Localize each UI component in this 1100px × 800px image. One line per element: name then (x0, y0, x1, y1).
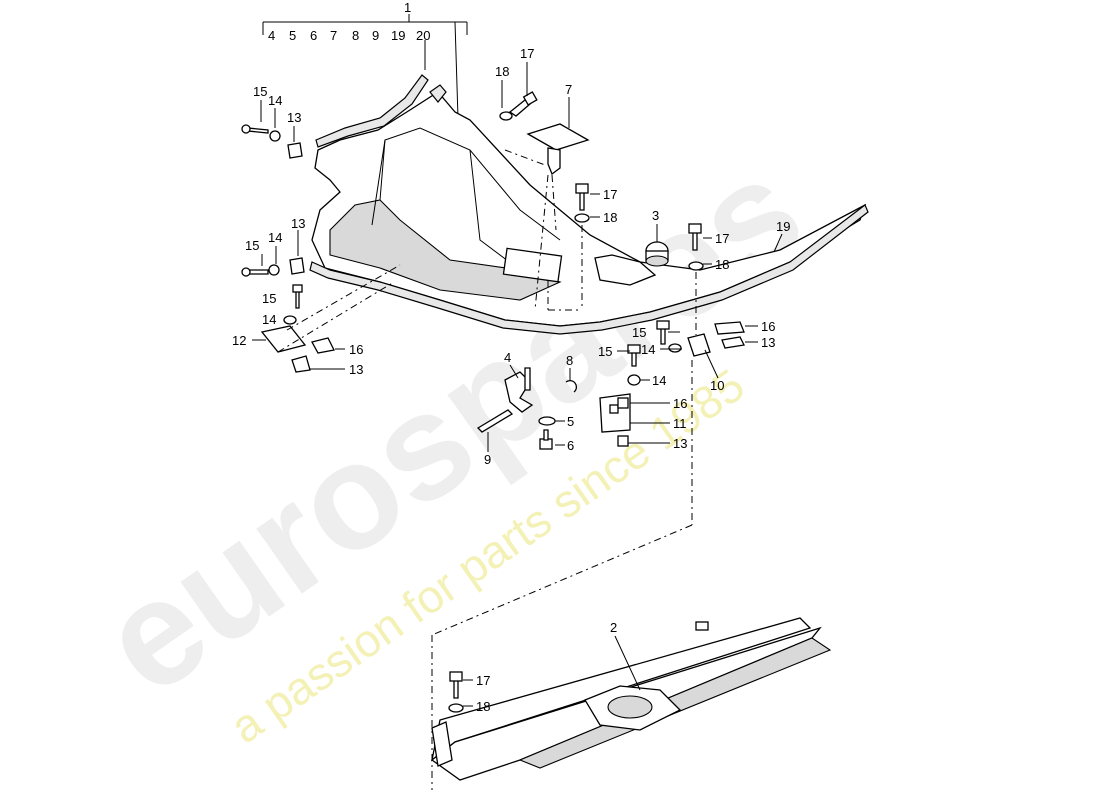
callout-11: 11 (673, 416, 687, 431)
callout-15-lower: 15 (262, 291, 276, 306)
cross-panel (430, 617, 832, 781)
callout-13-left: 13 (349, 362, 363, 377)
callouts: 17 18 7 15 14 13 13 14 15 15 14 12 16 13… (232, 46, 790, 714)
callout-group-9: 9 (372, 28, 379, 43)
hinge-bracket (504, 367, 534, 413)
callout-group-6: 6 (310, 28, 317, 43)
callout-14-upper: 14 (268, 93, 282, 108)
assembly-lines (277, 149, 697, 790)
rubber-buffer (645, 241, 669, 267)
callout-18-right: 18 (715, 257, 729, 272)
callout-group-7: 7 (330, 28, 337, 43)
callout-9: 9 (484, 452, 491, 467)
callout-14-lower: 14 (262, 312, 276, 327)
callout-17-mid: 17 (603, 187, 617, 202)
callout-19: 19 (776, 219, 790, 234)
callout-17-top: 17 (520, 46, 534, 61)
callout-13-right: 13 (761, 335, 775, 350)
callout-14-middle: 14 (268, 230, 282, 245)
callout-6: 6 (567, 438, 574, 453)
cover-plate (526, 123, 590, 176)
fasteners (241, 91, 745, 386)
callout-18-top: 18 (495, 64, 509, 79)
callout-16-plate: 16 (673, 396, 687, 411)
callout-13-upper: 13 (287, 110, 301, 125)
callout-1: 1 (404, 0, 411, 15)
callout-8: 8 (566, 353, 573, 368)
group-bracket (262, 14, 468, 119)
callout-15-right: 15 (632, 325, 646, 340)
callout-15-middle: 15 (245, 238, 259, 253)
callout-17-right: 17 (715, 231, 729, 246)
callout-15-upper: 15 (253, 84, 267, 99)
callout-group-8: 8 (352, 28, 359, 43)
callout-4: 4 (504, 350, 511, 365)
callout-group-4: 4 (268, 28, 275, 43)
callout-group-19: 19 (391, 28, 405, 43)
callout-3: 3 (652, 208, 659, 223)
callout-13-middle: 13 (291, 216, 305, 231)
callout-18-mid: 18 (603, 210, 617, 225)
callout-16-right: 16 (761, 319, 775, 334)
callout-17-bottom: 17 (476, 673, 490, 688)
leader-lines (252, 62, 783, 707)
callout-group-row: 4 5 6 7 8 9 19 20 (268, 28, 430, 43)
callout-13-plate: 13 (673, 436, 687, 451)
callout-group-20: 20 (416, 28, 430, 43)
callout-7: 7 (565, 82, 572, 97)
callout-18-bottom: 18 (476, 699, 490, 714)
callout-14-centre-a: 14 (641, 342, 655, 357)
callout-10: 10 (710, 378, 724, 393)
callout-5: 5 (567, 414, 574, 429)
callout-group-5: 5 (289, 28, 296, 43)
callout-12: 12 (232, 333, 246, 348)
callout-15-centre: 15 (598, 344, 612, 359)
lock-plate (599, 393, 631, 447)
callout-2: 2 (610, 620, 617, 635)
callout-14-centre-b: 14 (652, 373, 666, 388)
callout-16-left: 16 (349, 342, 363, 357)
luggage-liner (309, 74, 869, 335)
